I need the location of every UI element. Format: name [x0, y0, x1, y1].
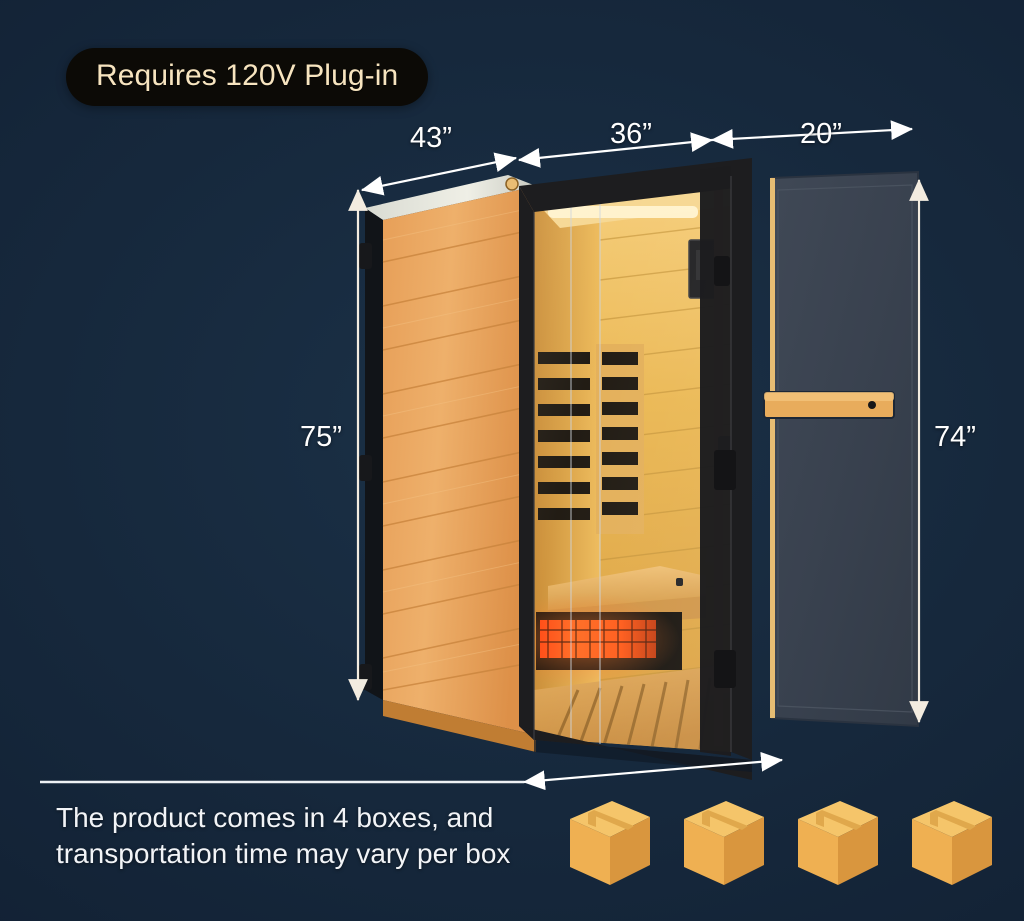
dimension-label-20: 20”: [800, 118, 842, 150]
shipping-caption: The product comes in 4 boxes, and transp…: [56, 802, 511, 870]
shipping-box-icon: [908, 797, 996, 889]
dimension-label-74: 74”: [934, 421, 976, 453]
voltage-requirement-badge: Requires 120V Plug-in: [66, 48, 429, 106]
door-handle: [763, 391, 895, 419]
dimension-label-75: 75”: [300, 421, 342, 453]
dimension-arrow-front-edge: [522, 751, 784, 791]
shipping-boxes-row: [566, 797, 992, 889]
glass-mullion: [570, 192, 601, 744]
door-latch: [714, 256, 736, 688]
shipping-box-icon: [794, 797, 882, 889]
dimension-label-43: 43”: [410, 122, 452, 154]
sauna-left-wood-panel: [365, 175, 537, 752]
dimension-arrow-36: [517, 132, 714, 168]
front-glass-sheen: [534, 176, 731, 752]
dimension-arrow-43: [360, 152, 518, 196]
shipping-box-icon: [566, 797, 654, 889]
dimension-arrow-20: [710, 120, 914, 149]
shipping-box-icon: [680, 797, 768, 889]
dimension-label-36: 36”: [610, 118, 652, 150]
sauna-glass-door: [763, 170, 919, 728]
